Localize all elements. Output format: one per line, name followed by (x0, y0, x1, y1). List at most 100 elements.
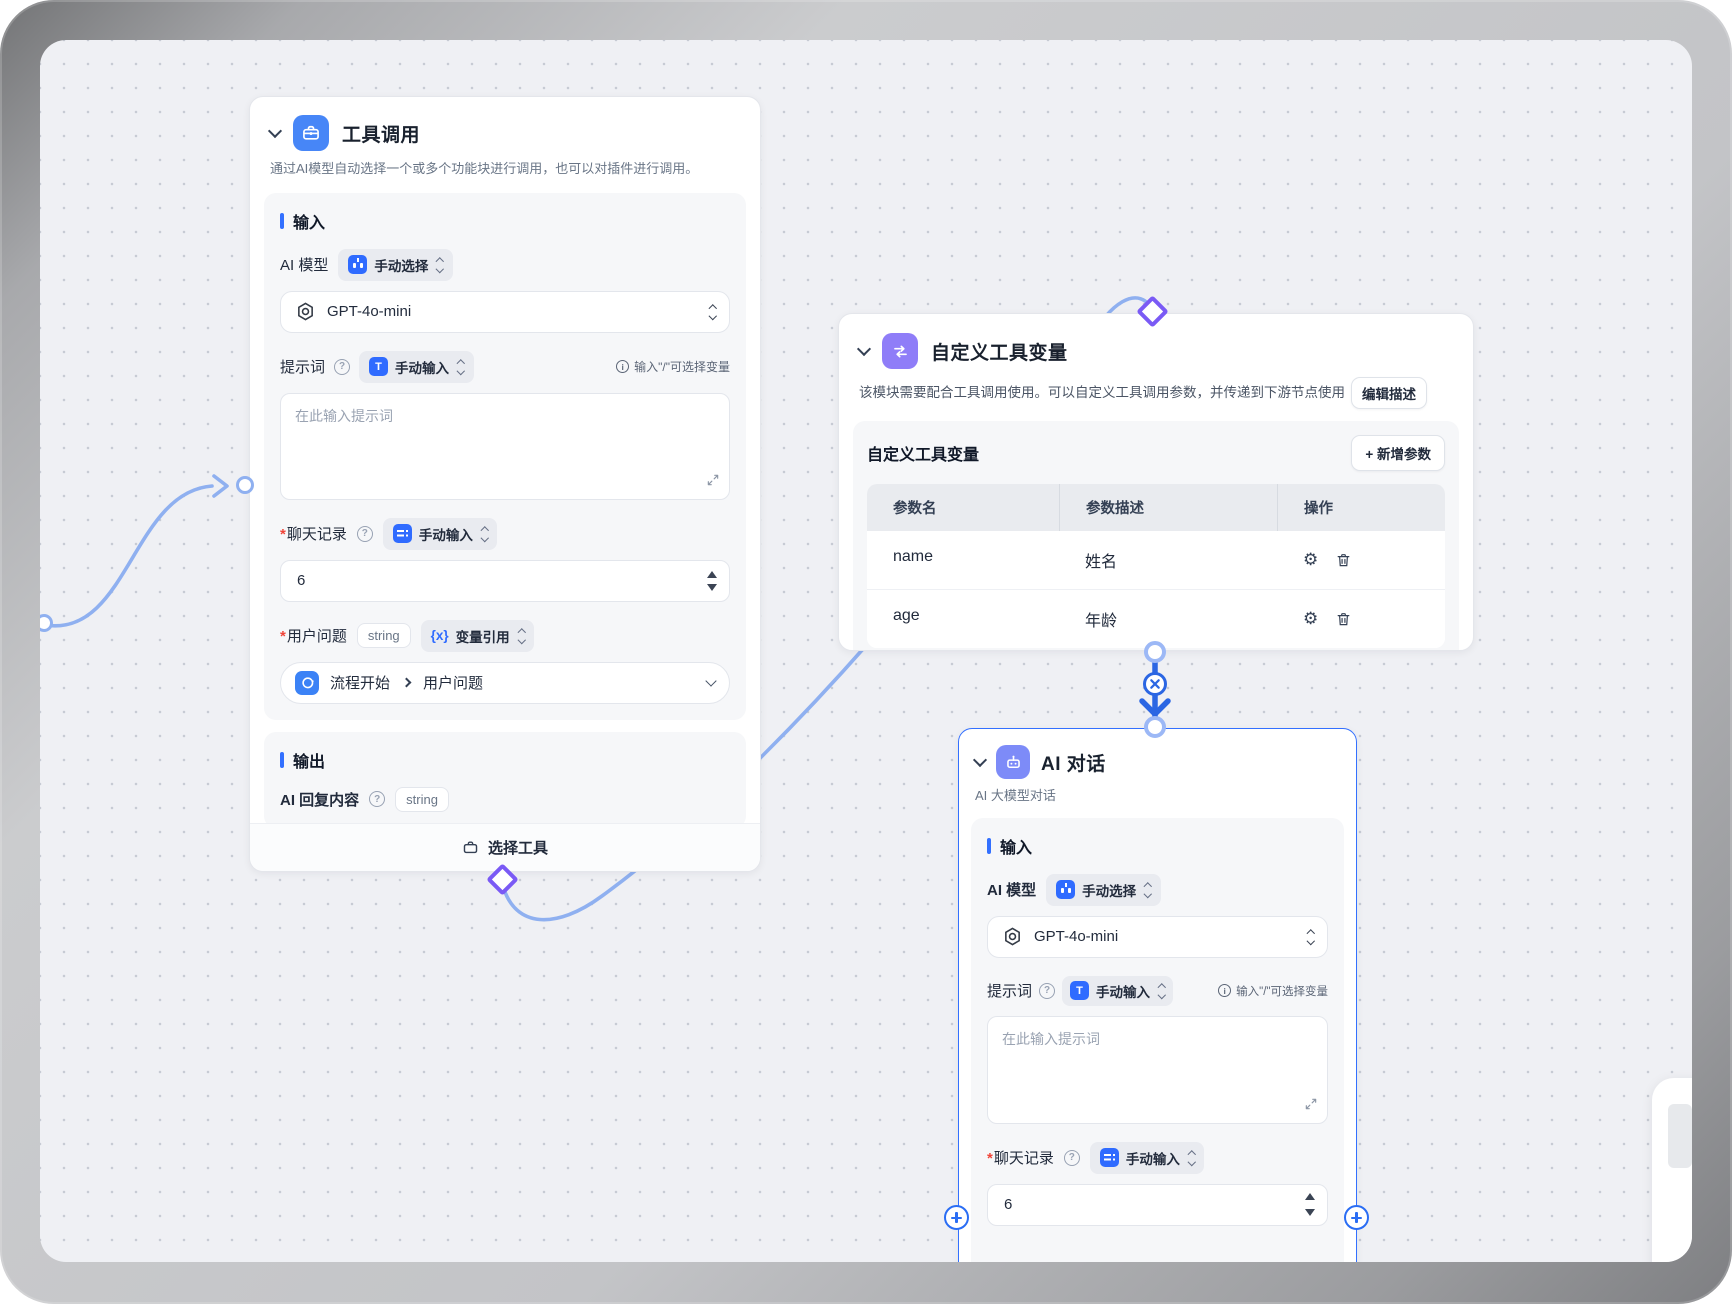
edge-arrowhead-icon (1139, 698, 1171, 717)
trash-icon[interactable] (1335, 552, 1352, 569)
help-icon[interactable]: ? (369, 791, 386, 808)
edit-description-button[interactable]: 编辑描述 (1351, 377, 1427, 409)
table-row: age 年龄 ⚙ (867, 589, 1445, 648)
trash-icon[interactable] (1335, 611, 1352, 628)
settings-gear-icon[interactable]: ⚙ (1303, 608, 1319, 629)
ai-chat-right-add-port[interactable] (1344, 1205, 1369, 1230)
prompt-mode-select[interactable]: T 手动输入 (359, 350, 474, 383)
caret-updown-icon (1187, 1150, 1196, 1166)
user-question-mode-select[interactable]: {x} 变量引用 (420, 619, 535, 652)
flow-canvas[interactable]: 工具调用 通过AI模型自动选择一个或多个功能块进行调用，也可以对插件进行调用。 … (40, 40, 1692, 1262)
node-ai-chat[interactable]: AI 对话 AI 大模型对话 输入 AI 模型 手动选择 (958, 728, 1357, 1262)
required-mark: * (280, 628, 286, 646)
add-param-button[interactable]: + 新增参数 (1351, 435, 1445, 471)
output-field-label: AI 回复内容 (280, 791, 360, 809)
edge-arrowhead-icon (212, 474, 229, 498)
caret-updown-icon (436, 257, 444, 273)
prompt-mode-label: 手动输入 (395, 360, 450, 376)
expand-icon[interactable] (1304, 1097, 1318, 1116)
type-badge: string (356, 623, 411, 649)
delete-edge-button[interactable] (1143, 672, 1167, 696)
variable-field: 用户问题 (423, 675, 484, 693)
param-name: age (867, 589, 1059, 648)
caret-updown-icon (517, 628, 526, 644)
model-select[interactable]: GPT-4o-mini (280, 290, 730, 333)
info-icon: i (1218, 984, 1232, 998)
node-description: 该模块需要配合工具调用使用。可以自定义工具调用参数，并传递到下游节点使用 (859, 385, 1345, 401)
node-description: 通过AI模型自动选择一个或多个功能块进行调用，也可以对插件进行调用。 (270, 161, 699, 176)
table-header-row: 参数名 参数描述 操作 (867, 484, 1445, 531)
prompt-hint: i 输入"/"可选择变量 (616, 358, 730, 375)
prompt-mode-select[interactable]: T 手动输入 (1062, 975, 1173, 1006)
robot-icon (1056, 880, 1076, 900)
prompt-label: 提示词 (280, 359, 326, 377)
help-icon[interactable]: ? (1039, 982, 1056, 999)
ai-model-mode-select[interactable]: 手动选择 (1046, 873, 1161, 906)
scrollbar-thumb[interactable] (1668, 1104, 1692, 1168)
node-title: AI 对话 (1041, 753, 1106, 775)
ai-model-mode-label: 手动选择 (1082, 883, 1137, 899)
node-tool-call[interactable]: 工具调用 通过AI模型自动选择一个或多个功能块进行调用，也可以对插件进行调用。 … (249, 96, 761, 872)
text-input-icon: T (369, 357, 389, 377)
tool-call-input-port[interactable] (236, 476, 254, 494)
caret-updown-icon (1306, 929, 1315, 945)
prompt-hint: i 输入"/"可选择变量 (1218, 983, 1328, 999)
caret-updown-icon (480, 526, 489, 542)
prompt-textarea[interactable] (280, 392, 730, 500)
help-icon[interactable]: ? (356, 525, 373, 542)
prompt-textarea[interactable] (987, 1015, 1328, 1124)
ai-model-mode-label: 手动选择 (374, 258, 429, 274)
section-bar (280, 751, 284, 768)
user-question-mode-label: 变量引用 (455, 629, 510, 645)
variable-reference-select[interactable]: 流程开始 用户问题 (280, 661, 730, 704)
help-icon[interactable]: ? (334, 358, 351, 375)
flow-start-icon (295, 670, 319, 695)
source-port[interactable] (40, 614, 53, 632)
ai-model-mode-select[interactable]: 手动选择 (338, 248, 453, 281)
ai-chat-left-add-port[interactable] (944, 1205, 969, 1230)
chat-history-mode-label: 手动输入 (1125, 1151, 1180, 1167)
step-up-icon[interactable] (707, 570, 717, 578)
collapse-chevron-icon[interactable] (972, 752, 988, 767)
edge-left-to-tool-call (43, 484, 214, 628)
custom-vars-bottom-port[interactable] (1144, 641, 1166, 663)
type-badge: string (395, 786, 449, 812)
settings-gear-icon[interactable]: ⚙ (1303, 549, 1319, 570)
chat-history-input[interactable] (280, 559, 730, 602)
col-param-name: 参数名 (867, 484, 1059, 531)
chat-history-mode-select[interactable]: 手动输入 (382, 517, 498, 550)
help-icon[interactable]: ? (1063, 1149, 1080, 1166)
step-up-icon[interactable] (1305, 1193, 1315, 1201)
chat-history-mode-select[interactable]: 手动输入 (1089, 1141, 1205, 1174)
chat-history-mode-label: 手动输入 (418, 527, 473, 543)
node-subtitle: AI 大模型对话 (975, 788, 1056, 803)
input-section-label: 输入 (1000, 839, 1033, 857)
chevron-down-icon (705, 675, 717, 688)
model-select[interactable]: GPT-4o-mini (987, 915, 1328, 958)
user-question-label: *用户问题 (280, 628, 347, 646)
node-custom-vars[interactable]: 自定义工具变量 该模块需要配合工具调用使用。可以自定义工具调用参数，并传递到下游… (838, 313, 1474, 651)
input-section-label: 输入 (293, 214, 326, 232)
openai-logo-icon (298, 302, 313, 321)
section-bar (987, 837, 991, 854)
ai-chat-top-port[interactable] (1144, 716, 1166, 738)
table-row: name 姓名 ⚙ (867, 531, 1445, 589)
number-stepper[interactable] (707, 560, 717, 602)
col-actions: 操作 (1277, 484, 1445, 531)
collapse-chevron-icon[interactable] (267, 123, 283, 138)
chat-history-input[interactable] (987, 1183, 1328, 1226)
openai-logo-icon (1005, 927, 1020, 946)
number-stepper[interactable] (1305, 1184, 1315, 1226)
step-down-icon[interactable] (1305, 1209, 1315, 1217)
collapse-chevron-icon[interactable] (856, 341, 872, 356)
select-tool-button[interactable]: 选择工具 (250, 823, 760, 871)
variable-source: 流程开始 (330, 675, 391, 693)
robot-chat-icon (996, 745, 1030, 779)
variable-icon: {x} (430, 628, 449, 644)
side-panel[interactable] (1652, 1078, 1692, 1262)
params-table: 参数名 参数描述 操作 name 姓名 ⚙ (867, 484, 1445, 648)
prompt-mode-label: 手动输入 (1096, 984, 1151, 1000)
expand-icon[interactable] (706, 473, 720, 492)
step-down-icon[interactable] (707, 583, 717, 591)
param-desc: 姓名 (1059, 531, 1277, 589)
